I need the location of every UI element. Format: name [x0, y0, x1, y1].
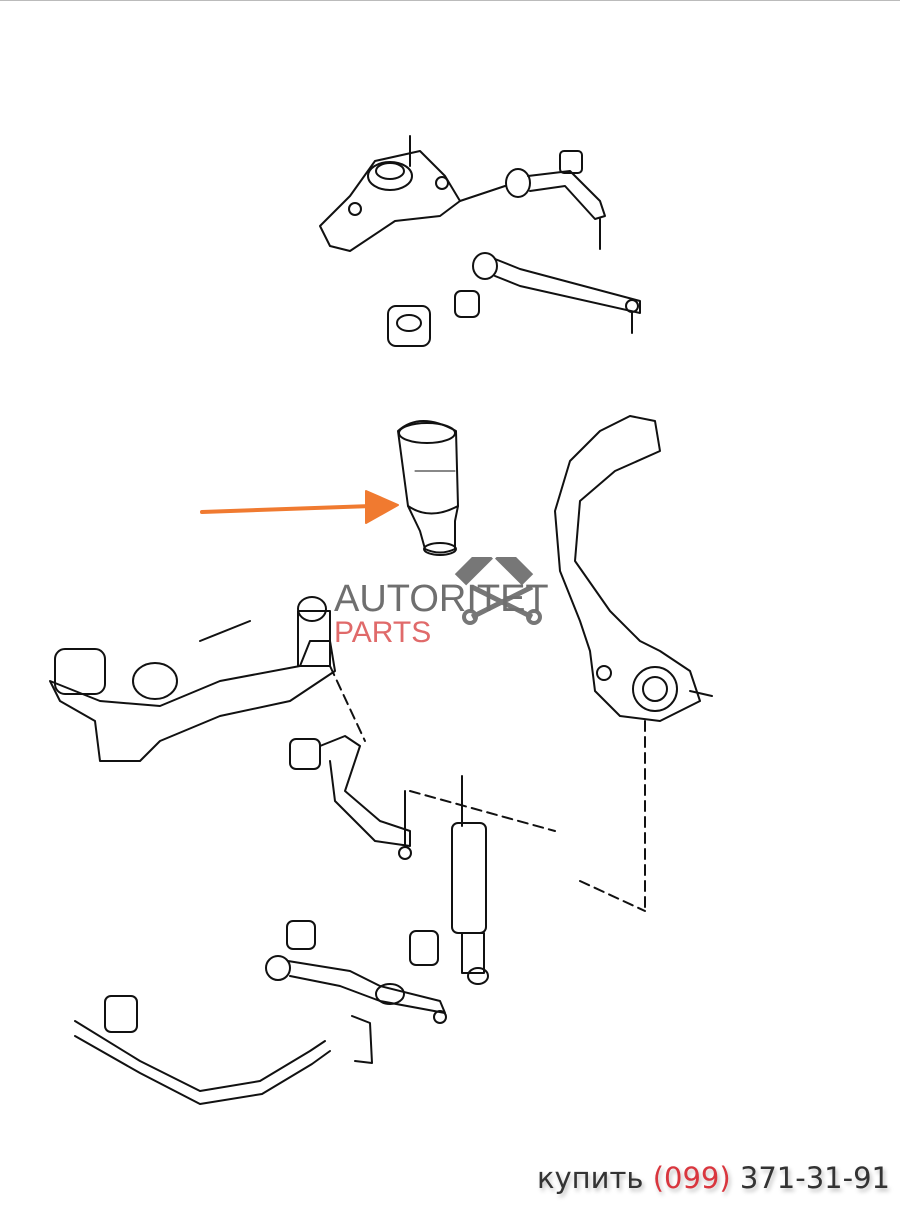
lower-links [265, 920, 447, 1024]
upper-arm-front [505, 150, 606, 250]
logo-text-autoritet: AUTORITET [334, 578, 549, 620]
buy-phone-caption: купить (099) 371-31-91 [537, 1161, 890, 1195]
phone-area-code: (099) [652, 1161, 731, 1195]
pistons-icon [454, 557, 542, 625]
air-spring [397, 420, 459, 556]
stabilizer-bar [74, 995, 373, 1105]
phone-number: 371-31-91 [739, 1161, 890, 1195]
logo-text-parts: PARTS [334, 616, 432, 649]
buy-label: купить [537, 1161, 644, 1195]
shock-absorber [409, 775, 556, 985]
lower-arm [289, 665, 412, 860]
autoritet-parts-logo: AUTORITET PARTS [334, 557, 574, 649]
bushing [387, 305, 431, 347]
steering-knuckle [554, 415, 713, 912]
highlight-arrow [200, 490, 399, 524]
upper-arm-rear [454, 252, 641, 334]
upper-strut-mount [319, 135, 506, 252]
subframe [49, 596, 336, 762]
